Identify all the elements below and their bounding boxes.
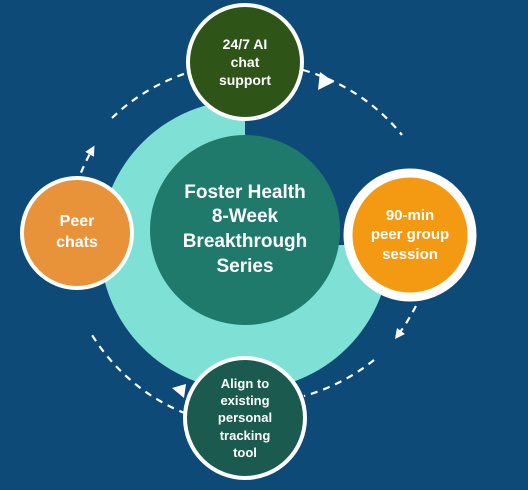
node-circle-tracking — [183, 356, 307, 480]
dashed-arc-top-right — [302, 68, 403, 136]
node-label-peer-chats: Peer chats — [56, 213, 98, 251]
center-circle — [150, 135, 340, 325]
node-circle-peer-group — [343, 168, 477, 302]
arrow-icon-top-right — [318, 72, 334, 90]
dashed-arc-bottom-right — [303, 359, 375, 398]
center-title: Foster Health 8-Week Breakthrough Series — [182, 181, 308, 277]
node-circle-peer-chats — [20, 176, 134, 290]
dashed-arc-top-left — [111, 70, 191, 119]
node-label-peer-group: 90-min peer group session — [370, 206, 450, 263]
node-circle-ai-chat — [186, 3, 304, 121]
node-label-tracking: Align to existing personal tracking tool — [217, 376, 273, 460]
arrow-icon-bottom — [172, 384, 186, 398]
node-label-ai-chat: 24/7 AI chat support — [218, 35, 272, 89]
